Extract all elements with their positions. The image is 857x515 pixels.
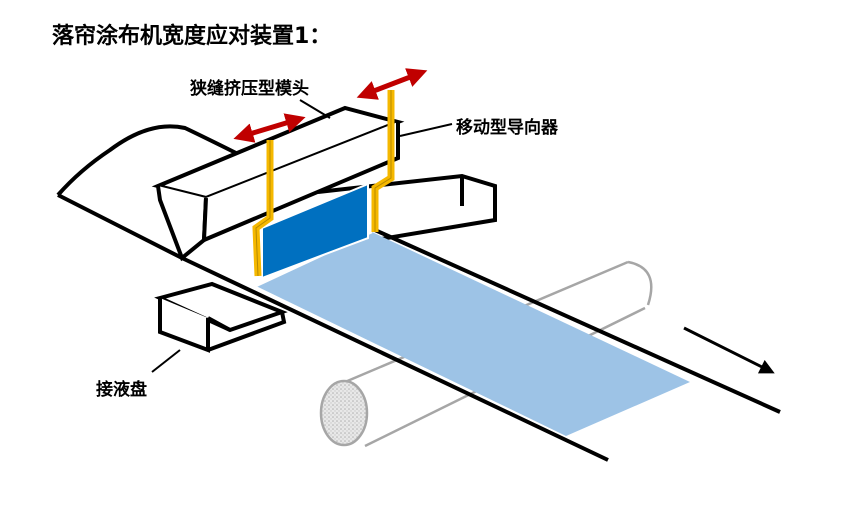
travel-direction-arrow-icon xyxy=(683,326,775,374)
slot-die-head xyxy=(151,105,405,262)
label-movable-guide: 移动型导向器 xyxy=(456,118,558,138)
movable-guide-left xyxy=(252,140,274,277)
curtain xyxy=(261,182,369,280)
page-title: 落帘涂布机宽度应对装置1： xyxy=(52,24,332,49)
coating-layer xyxy=(256,232,690,436)
leader-die xyxy=(299,99,331,119)
adjust-arrow-right-icon xyxy=(356,68,428,100)
adjust-arrow-left-icon xyxy=(233,113,306,143)
movable-guide-right xyxy=(371,90,395,232)
label-catch-tray: 接液盘 xyxy=(96,380,147,400)
catch-tray xyxy=(154,281,288,353)
leader-guide xyxy=(399,123,453,137)
label-slot-die: 狭缝挤压型模头 xyxy=(190,79,309,99)
leader-tray xyxy=(151,349,181,373)
